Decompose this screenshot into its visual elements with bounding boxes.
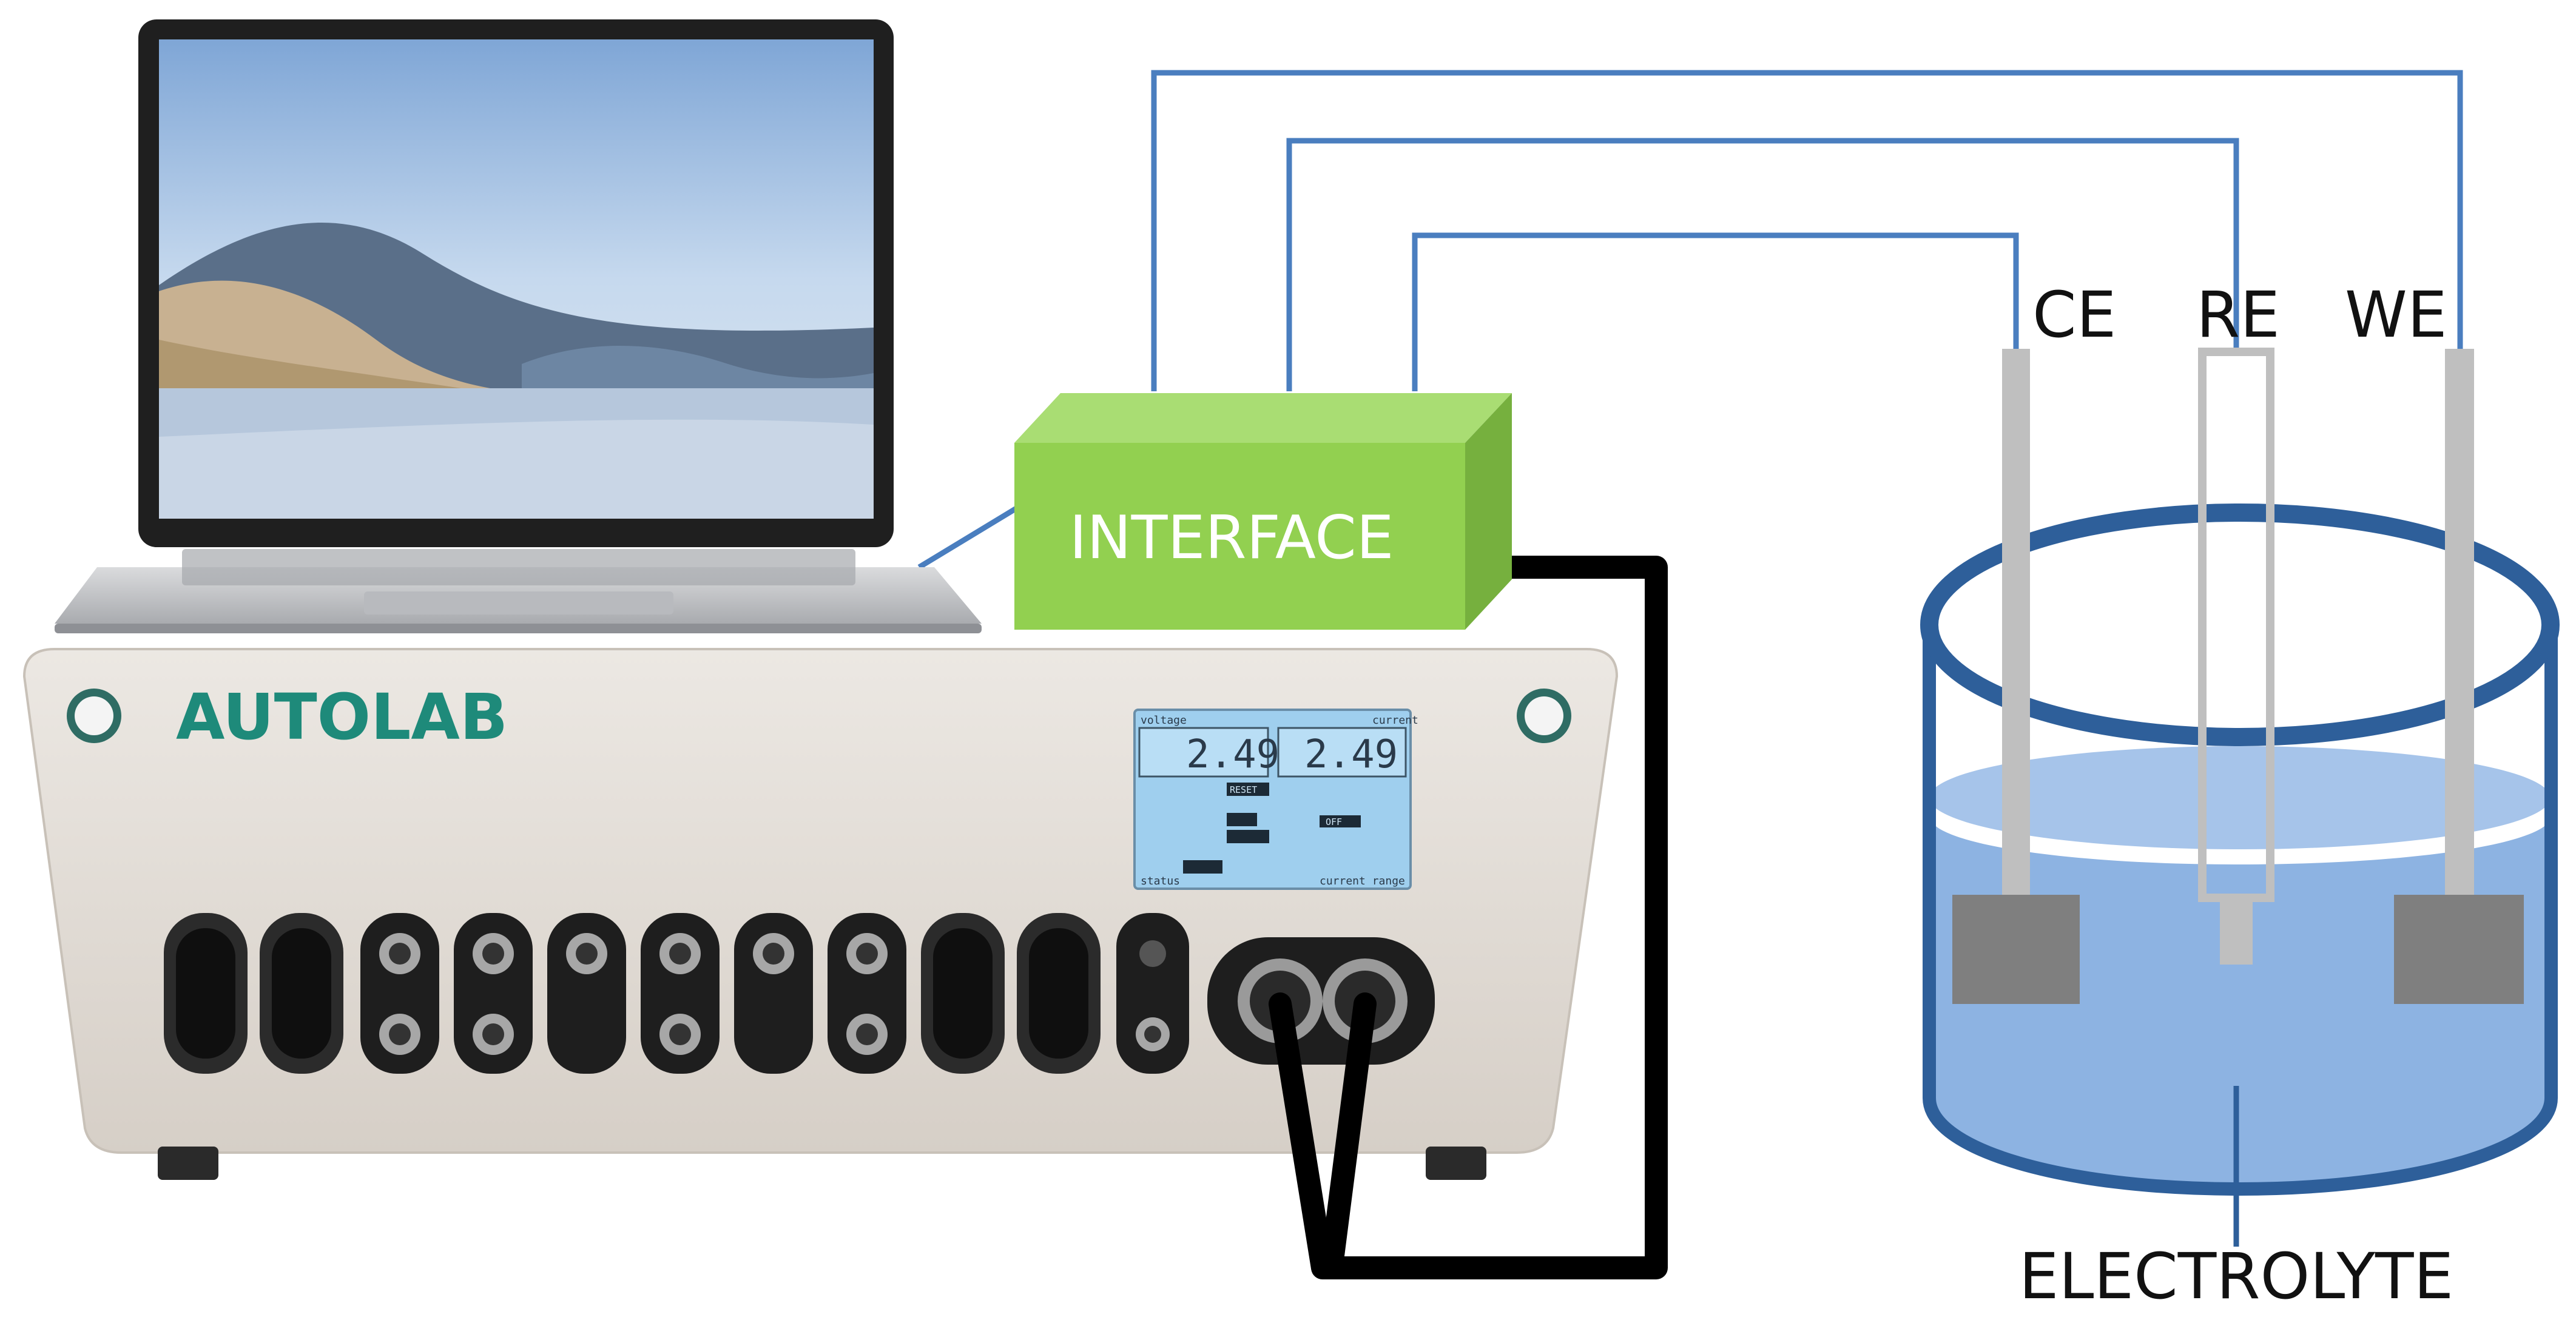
lcd-status: status	[1141, 875, 1180, 888]
wire-we	[1151, 70, 2463, 391]
ce-electrode	[2002, 349, 2030, 895]
front-panel-connectors	[164, 913, 1435, 1074]
lcd-right-value: 2.49	[1304, 732, 1398, 777]
electrode-wires	[917, 70, 2463, 570]
brand-logo: AUTOLAB	[176, 680, 508, 754]
potentiostat-device: AUTOLAB voltage current 2.49 2.49 RESET …	[22, 648, 1619, 1180]
wire-laptop-interface	[917, 504, 1021, 570]
electrochemical-cell	[1920, 348, 2560, 1247]
we-electrode	[2445, 349, 2474, 895]
instrument-cable	[1269, 556, 1668, 1279]
beaker-rim	[1920, 504, 2560, 746]
lcd-left-caption: voltage	[1141, 714, 1187, 727]
interface-label: INTERFACE	[1069, 504, 1394, 573]
laptop-icon	[55, 19, 982, 633]
wire-ce	[1412, 232, 2019, 391]
we-plate	[2394, 895, 2524, 1004]
lcd-left-value: 2.49	[1186, 732, 1280, 777]
lcd-mode: OFF	[1326, 817, 1342, 827]
interface-box: INTERFACE	[1014, 393, 1512, 630]
re-label: RE	[2196, 278, 2280, 352]
wire-re	[1286, 138, 2239, 391]
we-label: WE	[2345, 278, 2447, 352]
lcd-reset: RESET	[1230, 784, 1257, 795]
ce-plate	[1952, 895, 2080, 1004]
ce-label: CE	[2032, 278, 2116, 352]
lcd-right-caption: current	[1372, 714, 1418, 727]
lcd-range: current range	[1320, 875, 1405, 888]
electrolyte-label: ELECTROLYTE	[2019, 1239, 2454, 1313]
lcd-display: voltage current 2.49 2.49 RESET OFF stat…	[1133, 709, 1418, 890]
